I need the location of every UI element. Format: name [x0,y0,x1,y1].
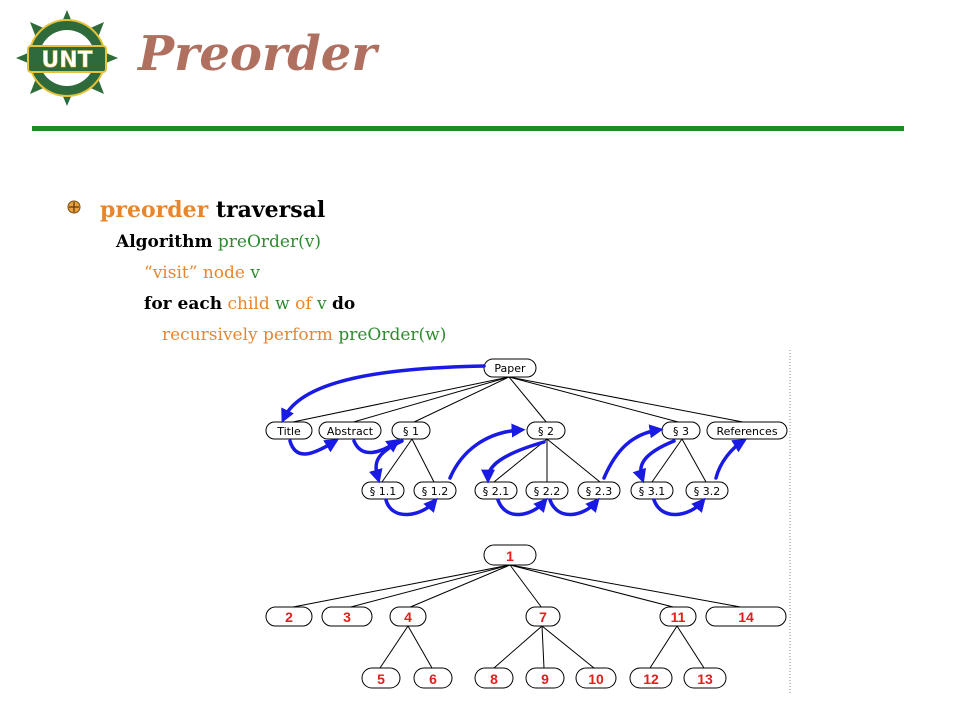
bullet-rest: traversal [215,197,326,223]
svg-text:6: 6 [429,671,437,687]
svg-text:1: 1 [506,548,514,564]
child-word: child [227,294,270,314]
svg-text:§ 3.1: § 3.1 [639,485,666,498]
node-s3: § 3 [661,421,701,440]
svg-text:12: 12 [643,671,659,687]
svg-text:§ 1: § 1 [403,425,419,438]
svg-text:§ 2: § 2 [538,425,554,438]
algo-line-3: for each child w of v do [144,294,355,314]
arrow-s1-s11 [368,439,404,484]
bottom-tree-edges [287,564,747,669]
svg-text:§ 1.2: § 1.2 [422,485,449,498]
logo-text: UNT [41,48,92,73]
svg-text:Title: Title [276,425,301,438]
num-node-1: 1 [483,544,537,566]
num-node-3: 3 [321,606,373,627]
arrow-s31-s32 [652,497,706,517]
svg-text:§ 3: § 3 [673,425,689,438]
arrow-s12-s2 [448,423,526,480]
svg-text:3: 3 [343,609,351,625]
num-node-4: 4 [389,606,427,627]
algo-line-4: recursively perform preOrder(w) [162,325,446,345]
svg-text:11: 11 [671,609,686,625]
algo-keyword: Algorithm [116,232,213,252]
visit-text: “visit” node [144,263,245,283]
arrow-s11-s12 [384,497,438,517]
num-node-10: 10 [575,667,617,689]
slide-title: Preorder [138,26,377,82]
arrow-title-abstract [288,439,339,456]
algo-line-1: Algorithm preOrder(v) [116,232,321,252]
num-node-11: 11 [659,606,697,627]
node-s1: § 1 [391,421,431,440]
bullet-line: preorder traversal [100,197,325,223]
do-keyword: do [332,294,356,314]
num-node-8: 8 [474,667,514,689]
arrow-s2-s21 [481,440,546,484]
recursive-call: preOrder(w) [338,325,447,345]
arrow-s32-references [714,439,747,480]
svg-text:Abstract: Abstract [327,425,374,438]
visit-var: v [250,263,260,283]
svg-text:5: 5 [377,671,385,687]
svg-text:10: 10 [588,671,604,687]
num-node-7: 7 [525,606,561,627]
svg-text:§ 1.1: § 1.1 [370,485,397,498]
title-rule [32,126,904,131]
svg-text:7: 7 [539,609,547,625]
svg-text:8: 8 [490,671,498,687]
num-node-12: 12 [629,667,673,689]
svg-text:§ 2.3: § 2.3 [586,485,613,498]
arrow-s21-s22 [496,497,548,517]
node-paper: Paper [483,358,537,378]
preorder-diagram: Paper Title Abstract § 1 § 2 § 3 Referen… [265,350,791,695]
node-s3-1: § 3.1 [630,481,674,500]
node-s2-1: § 2.1 [474,481,518,500]
svg-text:13: 13 [697,671,713,687]
recursive-text: recursively perform [162,325,333,345]
node-s1-1: § 1.1 [361,481,405,500]
top-tree-edges [287,376,749,483]
node-s2-3: § 2.3 [577,481,621,500]
v-var: v [317,294,327,314]
for-each-keyword: for each [144,294,223,314]
svg-text:4: 4 [404,609,412,625]
arrow-s22-s23 [548,497,600,517]
bullet-keyword: preorder [100,197,209,223]
bullet-icon [67,200,81,214]
num-node-6: 6 [413,667,453,689]
arrow-paper-title [281,364,486,424]
node-abstract: Abstract [318,421,382,440]
unt-logo: UNT [16,10,118,106]
svg-text:14: 14 [738,609,754,625]
node-title: Title [265,421,313,440]
svg-text:§ 2.2: § 2.2 [534,485,561,498]
num-node-5: 5 [361,667,401,689]
svg-text:Paper: Paper [494,362,526,375]
num-node-9: 9 [525,667,565,689]
node-references: References [706,421,788,440]
algo-name: preOrder(v) [217,232,321,252]
svg-text:§ 3.2: § 3.2 [694,485,721,498]
num-node-14: 14 [705,606,787,627]
node-s3-2: § 3.2 [685,481,729,500]
arrow-s23-s3 [602,424,664,480]
num-node-2: 2 [265,606,313,627]
w-var: w [275,294,290,314]
num-node-13: 13 [683,667,727,689]
node-s2-2: § 2.2 [525,481,569,500]
svg-text:§ 2.1: § 2.1 [483,485,510,498]
of-word: of [295,294,312,314]
svg-text:2: 2 [285,609,293,625]
svg-text:9: 9 [541,671,549,687]
node-s1-2: § 1.2 [413,481,457,500]
traversal-arrows [281,364,747,517]
svg-text:References: References [716,425,777,438]
algo-line-2: “visit” node v [144,263,260,283]
node-s2: § 2 [526,421,566,440]
arrow-s3-s31 [632,439,676,484]
